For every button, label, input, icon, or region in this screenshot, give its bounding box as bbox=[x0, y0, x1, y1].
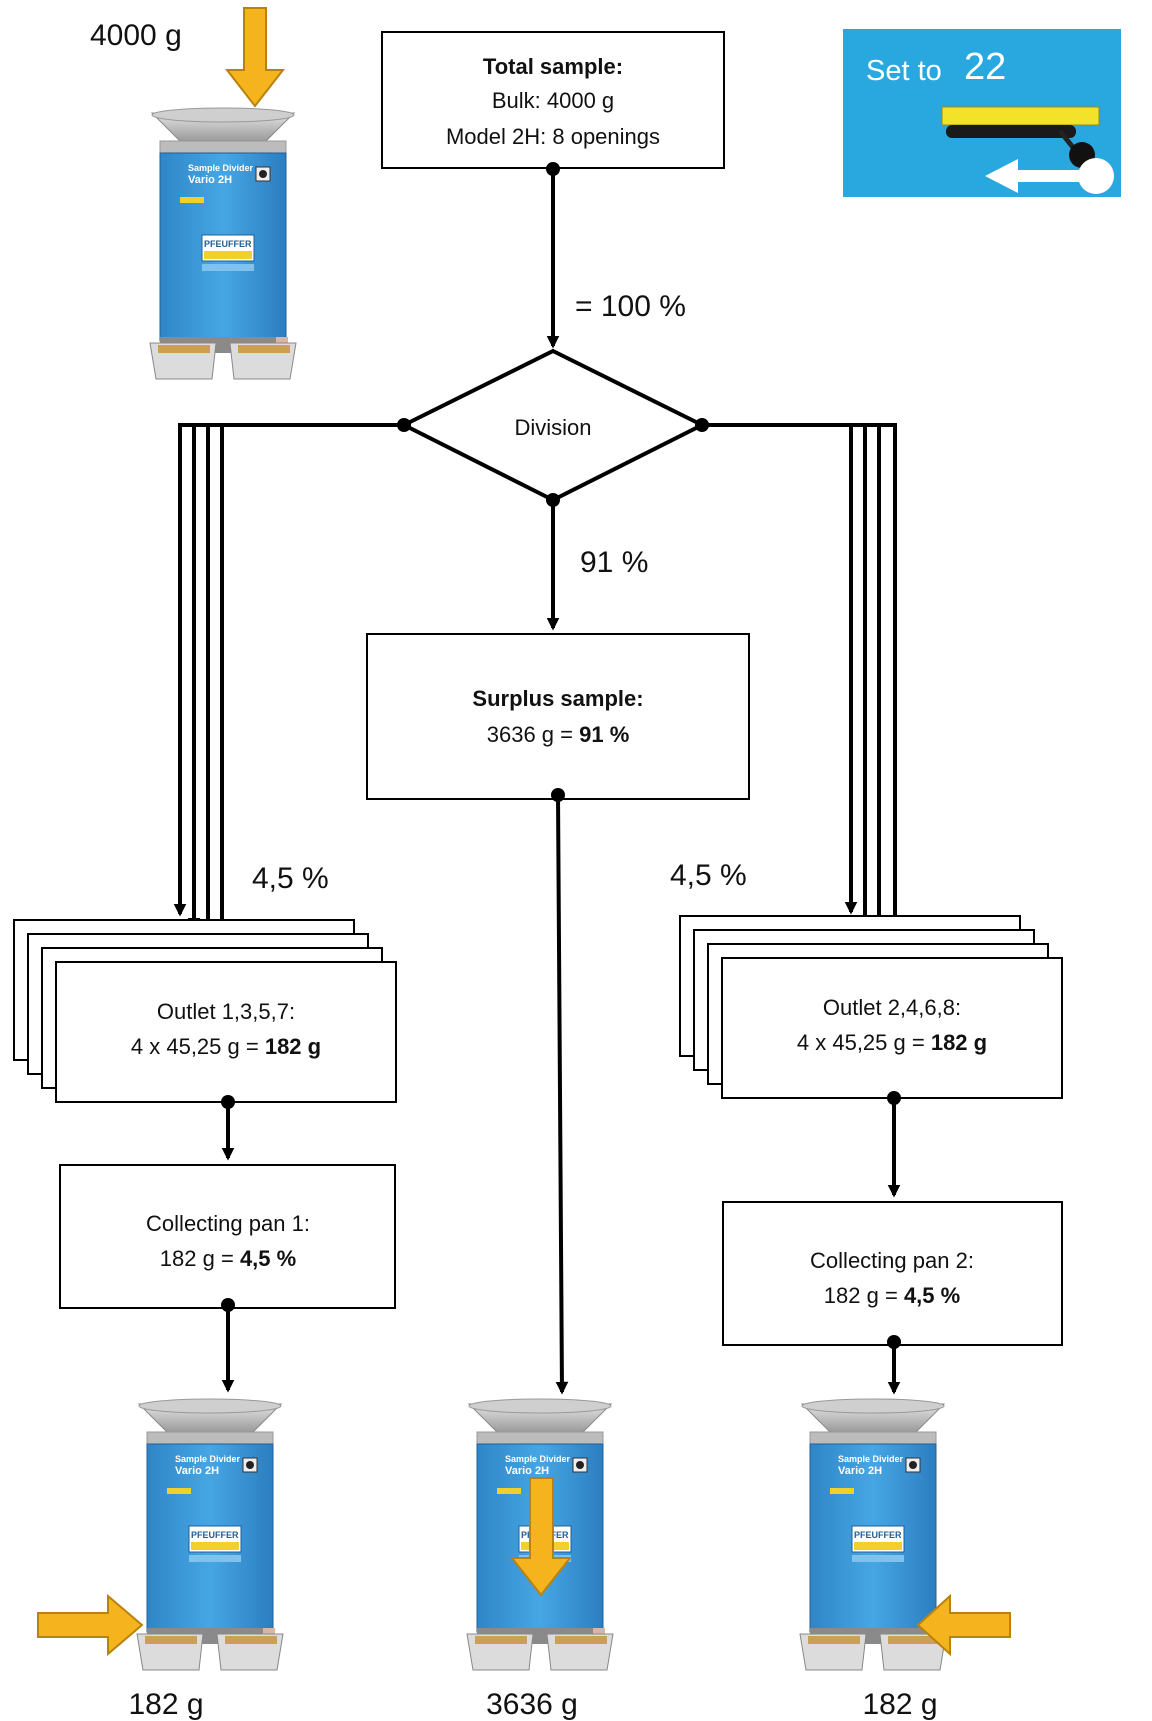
device-top: Sample Divider Vario 2H PFEUFFER bbox=[149, 107, 297, 380]
setting-value: 22 bbox=[964, 46, 1006, 88]
collecting-pan-2-box bbox=[722, 1201, 1063, 1346]
total-sample-title: Total sample: bbox=[483, 54, 623, 79]
device-label: Sample Divider bbox=[175, 1454, 241, 1464]
total-sample-openings: Model 2H: 8 openings bbox=[446, 124, 660, 149]
device-label: Sample Divider bbox=[188, 163, 254, 173]
division-label: Division bbox=[514, 415, 591, 440]
device-bottom-right: Sample Divider Vario 2H PFEUFFER bbox=[799, 1398, 947, 1671]
percent-91-label: 91 % bbox=[580, 546, 648, 579]
pan-right-arrow-icon bbox=[916, 1593, 1011, 1657]
device-model: Vario 2H bbox=[175, 1465, 219, 1477]
result-weight-left: 182 g bbox=[128, 1688, 203, 1721]
pan-left-arrow-icon bbox=[37, 1593, 144, 1657]
surplus-sample-box bbox=[366, 633, 750, 800]
outlet-right-title: Outlet 2,4,6,8: bbox=[823, 995, 961, 1020]
outlet-left-title: Outlet 1,3,5,7: bbox=[157, 999, 295, 1024]
outlet-left-value: 4 x 45,25 g = 182 g bbox=[131, 1034, 321, 1059]
device-model: Vario 2H bbox=[188, 174, 232, 186]
result-weight-right: 182 g bbox=[862, 1688, 937, 1721]
collecting-pan-2-title: Collecting pan 2: bbox=[810, 1248, 974, 1273]
device-model: Vario 2H bbox=[838, 1465, 882, 1477]
device-brand: PFEUFFER bbox=[191, 1530, 239, 1540]
right-distribution-lines bbox=[702, 423, 902, 957]
result-weight-center: 3636 g bbox=[486, 1688, 578, 1721]
device-label: Sample Divider bbox=[838, 1454, 904, 1464]
percent-100-label: = 100 % bbox=[575, 290, 686, 323]
device-brand: PFEUFFER bbox=[854, 1530, 902, 1540]
device-brand: PFEUFFER bbox=[204, 239, 252, 249]
surplus-arrow-icon bbox=[509, 1477, 573, 1597]
device-bottom-left: Sample Divider Vario 2H PFEUFFER bbox=[136, 1398, 284, 1671]
collecting-pan-2-value: 182 g = 4,5 % bbox=[824, 1283, 960, 1308]
collecting-pan-1-value: 182 g = 4,5 % bbox=[160, 1246, 296, 1271]
outlet-right-value: 4 x 45,25 g = 182 g bbox=[797, 1030, 987, 1055]
left-distribution-lines bbox=[173, 423, 404, 959]
total-sample-box bbox=[381, 31, 725, 169]
percent-left-label: 4,5 % bbox=[252, 862, 329, 895]
device-label: Sample Divider bbox=[505, 1454, 571, 1464]
surplus-sample-title: Surplus sample: bbox=[472, 686, 643, 711]
setting-label: Set to bbox=[866, 55, 942, 87]
total-sample-bulk: Bulk: 4000 g bbox=[492, 88, 614, 113]
percent-right-label: 4,5 % bbox=[670, 859, 747, 892]
outlet-left-stack bbox=[13, 919, 397, 1103]
input-arrow-icon bbox=[224, 7, 286, 108]
collecting-pan-1-title: Collecting pan 1: bbox=[146, 1211, 310, 1236]
setting-panel: Set to 22 bbox=[843, 29, 1121, 197]
device-model: Vario 2H bbox=[505, 1465, 549, 1477]
connector-surplus-device bbox=[555, 794, 569, 1395]
outlet-right-stack bbox=[679, 915, 1063, 1099]
input-weight: 4000 g bbox=[90, 19, 182, 52]
collecting-pan-1-box bbox=[59, 1164, 396, 1309]
surplus-sample-value: 3636 g = 91 % bbox=[487, 722, 630, 747]
